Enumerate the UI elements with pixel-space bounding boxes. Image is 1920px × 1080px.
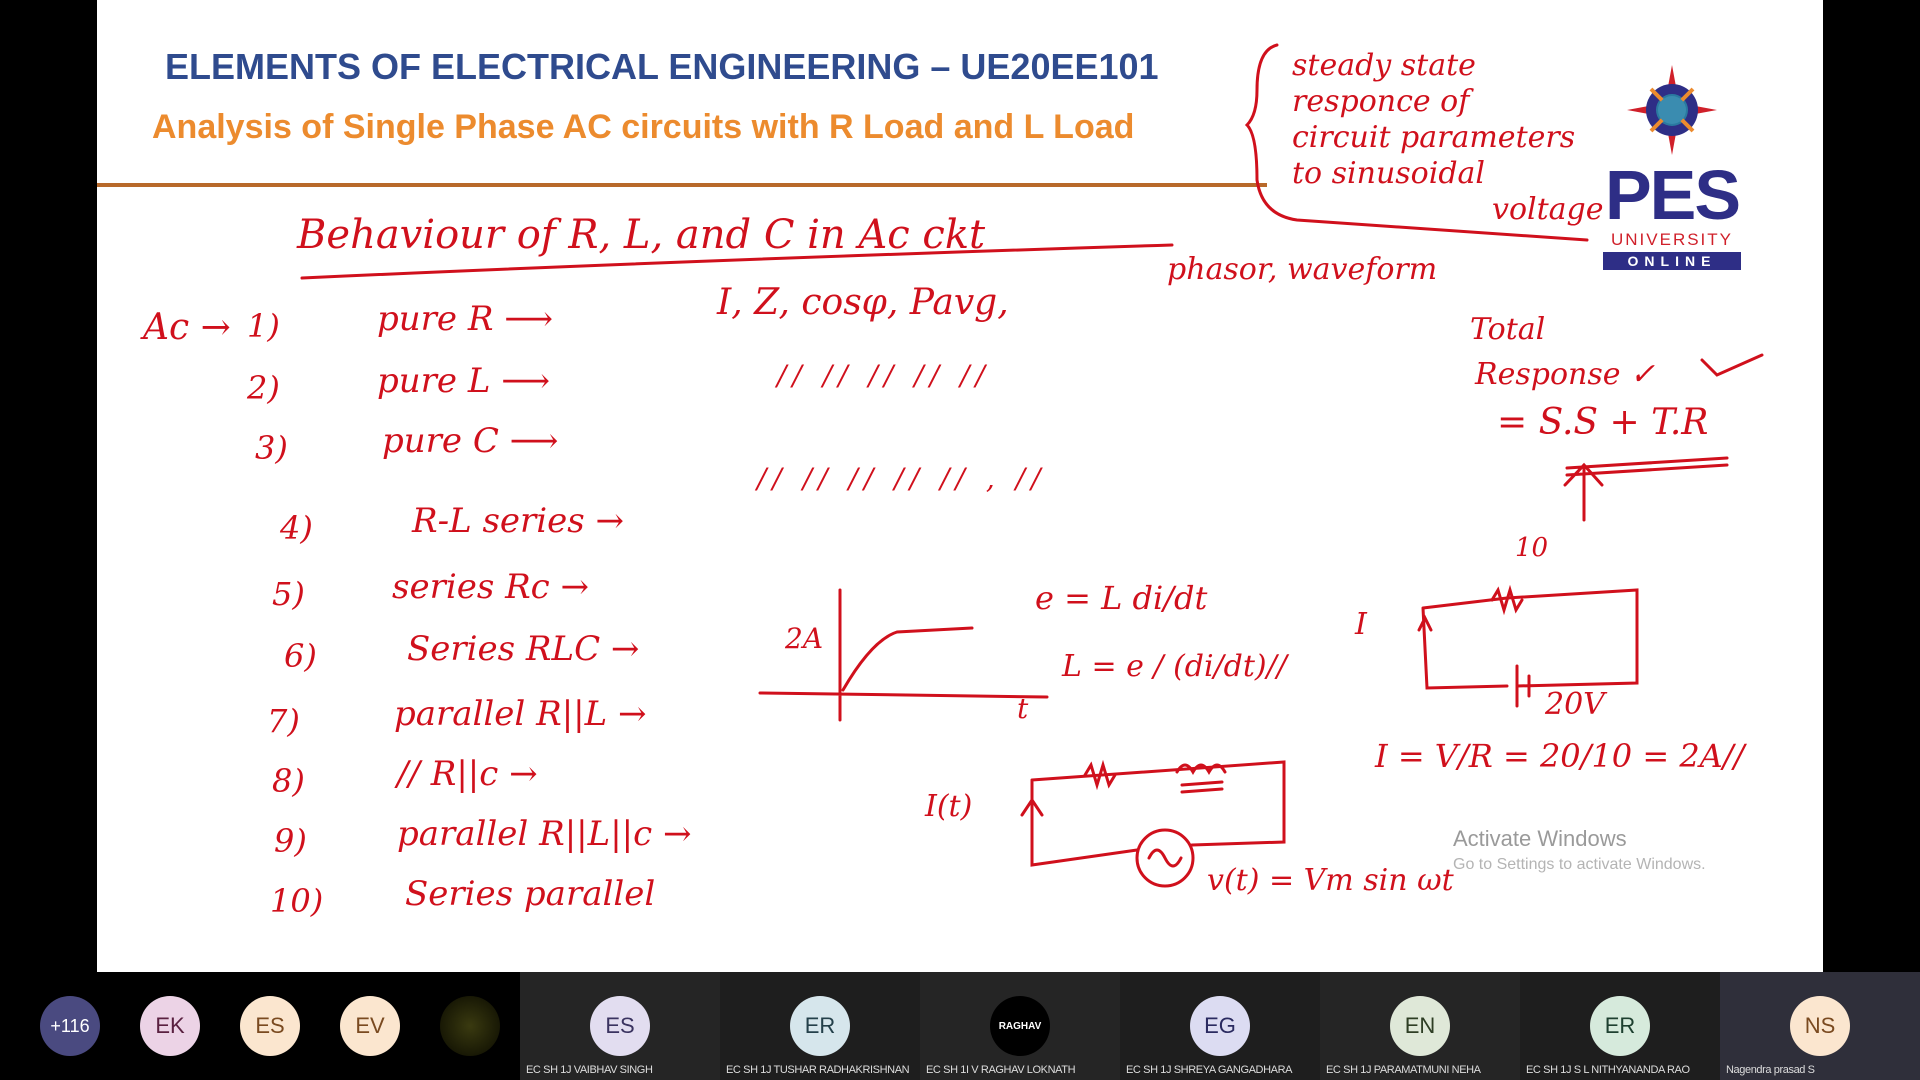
list-item: parallel R||L → [394,694,647,734]
list-item-number: 8) [272,762,305,800]
list-item: // R||c → [397,754,538,794]
graph-curve [841,626,974,692]
participant-name: EC SH 1I V RAGHAV LOKNATH [926,1064,1076,1076]
list-item-number: 4) [280,509,313,547]
resistor-dc [1490,584,1524,616]
participant-avatar: EG [1190,996,1250,1056]
battery [1515,664,1531,708]
list-item: series Rc → [392,567,590,607]
list-item-number: 1) [247,307,280,345]
list-item: Series parallel [405,874,656,914]
graph-axes [758,588,1049,722]
participant-tile[interactable]: EG EC SH 1J SHREYA GANGADHARA [1120,972,1320,1080]
participant-tile[interactable]: EN EC SH 1J PARAMATMUNI NEHA [1320,972,1520,1080]
notes-heading: Behaviour of R, L, and C in Ac ckt [297,212,986,258]
participant-name: EC SH 1J TUSHAR RADHAKRISHNAN [726,1064,910,1076]
graph-t: t [1017,692,1029,725]
presentation-slide: ELEMENTS OF ELECTRICAL ENGINEERING – UE2… [97,0,1823,972]
list-item-number: 10) [270,882,324,920]
participants-bar: +116 EK ES EV ES EC SH 1J VAIBHAV SINGH ER EC… [0,972,1920,1080]
participant-tile[interactable]: RAGHAV EC SH 1I V RAGHAV LOKNATH [920,972,1120,1080]
ac-circuit [1020,760,1286,867]
ditto-row-2: // // // // // [777,359,991,392]
eq1: e = L di/dt [1035,579,1208,617]
ac-source [1135,828,1195,888]
list-item-number: 3) [255,429,288,467]
current-label: I [1355,607,1367,642]
participant-avatar[interactable]: ES [240,996,300,1056]
participant-name: EC SH 1J S L NITHYANANDA RAO [1526,1064,1690,1076]
participant-tile[interactable]: ER EC SH 1J TUSHAR RADHAKRISHNAN [720,972,920,1080]
heading-underline [300,243,1174,280]
slide-subtitle: Analysis of Single Phase AC circuits wit… [152,108,1135,146]
params-note: I, Z, cosφ, Pavg, [717,282,1009,323]
list-item-number: 2) [247,369,280,407]
participant-avatar: EN [1390,996,1450,1056]
participant-avatar: ER [790,996,850,1056]
participant-avatar: NS [1790,996,1850,1056]
participant-tile[interactable]: ER EC SH 1J S L NITHYANANDA RAO [1520,972,1720,1080]
response-label: Response ✓ [1475,357,1656,392]
total-label: Total [1470,312,1546,347]
participant-tile[interactable]: NS Nagendra prasad S [1720,972,1920,1080]
participant-name: EC SH 1J SHREYA GANGADHARA [1126,1064,1293,1076]
participant-avatar: RAGHAV [990,996,1050,1056]
activate-windows-title: Activate Windows [1453,826,1627,851]
participant-avatar: ES [590,996,650,1056]
bracket [1244,43,1589,242]
list-item-number: 9) [274,822,307,860]
list-item: pure C ⟶ [382,421,559,461]
participant-name: EC SH 1J VAIBHAV SINGH [526,1064,653,1076]
list-item-number: 7) [267,702,300,740]
list-item: pure L ⟶ [377,361,550,401]
params2-note: phasor, waveform [1167,252,1438,287]
resistor-value: 10 [1515,533,1549,563]
eq2: L = e / (di/dt)// [1062,649,1287,684]
list-item: parallel R||L||c → [397,814,692,854]
activate-windows-hint[interactable]: Go to Settings to activate Windows. [1453,856,1706,873]
list-item-number: 5) [272,575,305,613]
it-label: I(t) [925,789,973,824]
title-divider [97,183,1267,187]
pes-logo: PES UNIVERSITY ONLINE [1597,65,1747,270]
ohm-law: I = V/R = 20/10 = 2A// [1375,737,1745,775]
up-arrow [1563,456,1729,522]
slide-title: ELEMENTS OF ELECTRICAL ENGINEERING – UE2… [165,46,1159,87]
participant-avatar[interactable]: EK [140,996,200,1056]
dc-circuit [1417,588,1639,690]
resistor-ac [1083,759,1117,791]
participant-tile[interactable]: ES EC SH 1J VAIBHAV SINGH [520,972,720,1080]
participant-avatar[interactable]: EV [340,996,400,1056]
vt-label: v(t) = Vm sin ωt [1207,863,1454,898]
compass-emblem-icon [1627,65,1717,155]
inductor [1175,763,1227,794]
graph-label: 2A [785,622,824,655]
ditto-row-4: // // // // // , // [757,462,1047,495]
participant-name: EC SH 1J PARAMATMUNI NEHA [1326,1064,1481,1076]
ac-label: Ac → [143,307,231,348]
list-item: R-L series → [412,501,625,541]
voltage-label: 20V [1545,687,1605,722]
check-mark [1700,353,1764,377]
list-item: pure R ⟶ [377,299,553,339]
handwritten-drawings [300,43,1764,888]
participant-photo-avatar[interactable] [440,996,500,1056]
more-participants-button[interactable]: +116 [40,996,100,1056]
list-item-number: 6) [284,637,317,675]
participant-name: Nagendra prasad S [1726,1064,1815,1076]
list-item: Series RLC → [407,629,640,669]
participant-avatar: ER [1590,996,1650,1056]
sum-note: = S.S + T.R [1497,402,1709,443]
